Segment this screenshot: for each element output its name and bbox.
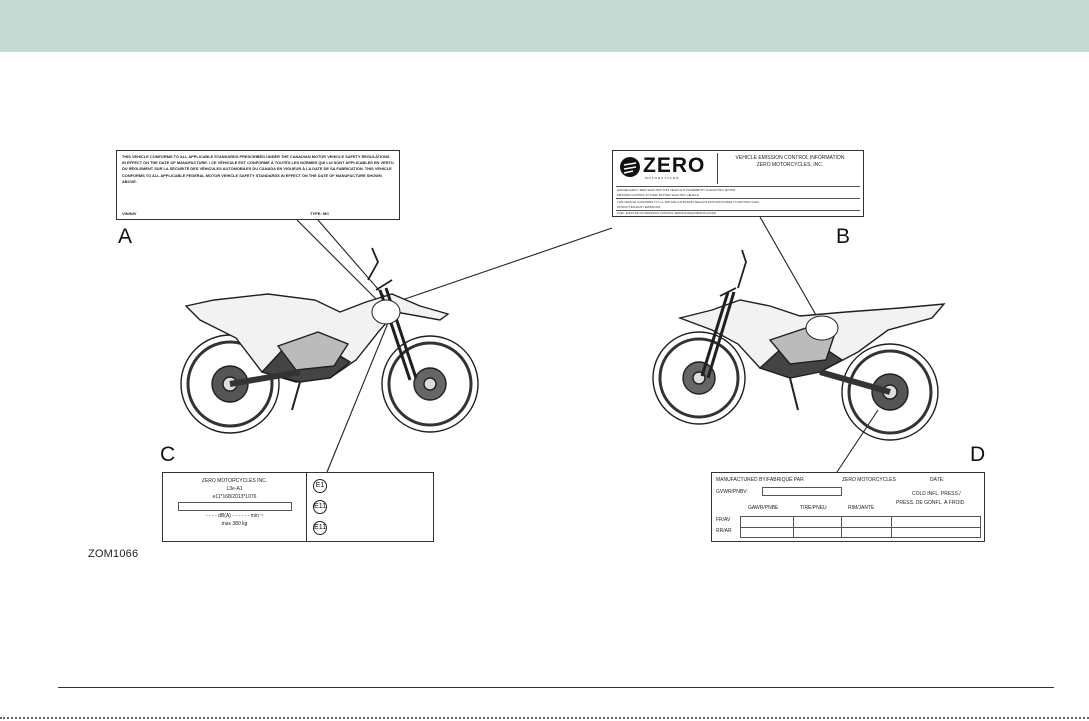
e-mark-1: E1	[313, 479, 327, 493]
zero-logo-icon	[620, 157, 640, 177]
callout-a: A	[118, 225, 133, 248]
callout-d: D	[970, 443, 986, 466]
label-b-emission-info: ZERO MOTORCYCLES VEHICLE EMISSION CONTRO…	[612, 150, 864, 217]
label-c-vin-pattern: e11*168/2013*1076	[212, 494, 257, 500]
label-c-dba: - - - - dB(A) - - - - - - min⁻¹	[205, 513, 264, 519]
label-c-info: ZERO MOTORCYCLES INC. L3e-A1 e11*168/201…	[163, 473, 306, 541]
label-c-code: L3e-A1	[226, 486, 243, 492]
page-bottom-dotted-edge	[0, 717, 1089, 719]
label-b-rule-3	[616, 210, 860, 211]
label-d-cold-2: PRESS. DE GONFL. À FROID	[896, 500, 965, 506]
label-b-line-4: WITHOUT EXHAUST EMISSIONS	[617, 205, 661, 209]
right-motorcycle	[652, 249, 946, 441]
footer-rule	[58, 687, 1054, 688]
label-d-cold-1: COLD INFL. PRESS./	[912, 491, 961, 497]
label-d-grid-col-divider-2	[841, 517, 842, 537]
label-c-divider	[306, 473, 307, 541]
label-d-date: DATE:	[930, 477, 945, 483]
label-b-rule-1	[616, 186, 860, 187]
e-mark-3: E11	[313, 521, 327, 535]
label-a-text: THIS VEHICLE CONFORMS TO ALL APPLICABLE …	[122, 154, 395, 184]
figure-reference-code: ZOM1066	[88, 548, 139, 560]
label-d-gvwr-box	[762, 487, 842, 496]
label-d-row-rear: RR/AR	[716, 528, 732, 534]
label-d-col-rim: RIM/JANTE	[848, 505, 875, 511]
label-a-vin-field: VIN/NIV	[122, 211, 137, 216]
label-c-blank-field	[177, 502, 292, 511]
label-d-col-gawr: GAWR/PNBE	[748, 505, 779, 511]
label-d-grid-col-divider-3	[891, 517, 892, 537]
label-d-manufactured-by: MANUFACTURED BY/FABRIQUÉ PAR	[716, 477, 804, 483]
label-c-manufacturer: ZERO MOTORCYCLES INC.	[201, 478, 268, 484]
label-d-grid-col-divider-1	[793, 517, 794, 537]
label-b-divider	[717, 153, 718, 184]
label-d-gvwr: GVWR/PNBV:	[716, 489, 748, 495]
label-b-heading: VEHICLE EMISSION CONTROL INFORMATION ZER…	[721, 155, 859, 169]
callout-b: B	[836, 225, 851, 248]
label-d-row-front: FR/AV	[716, 517, 731, 523]
label-b-line-2: EMISSION CONTROL SYSTEM: BATTERY ELECTRI…	[617, 193, 699, 197]
label-b-line-3: THIS VEHICLE CONFORMS TO U.S. EPA AND CA…	[617, 200, 760, 204]
callout-c: C	[160, 443, 176, 466]
label-a-footer: VIN/NIV TYPE: MC	[122, 211, 394, 216]
label-d-grid-row-divider	[741, 527, 980, 528]
label-c-homologation: ZERO MOTORCYCLES INC. L3e-A1 e11*168/201…	[162, 472, 434, 542]
label-a-type-field: TYPE: MC	[310, 211, 330, 216]
e-mark-2: E11	[313, 500, 327, 514]
label-a-safety-compliance: THIS VEHICLE CONFORMS TO ALL APPLICABLE …	[116, 150, 400, 220]
zero-logo-sub: MOTORCYCLES	[645, 176, 680, 180]
left-motorcycle	[180, 247, 479, 434]
label-d-maker: ZERO MOTORCYCLES	[842, 477, 896, 483]
label-b-heading-line-1: VEHICLE EMISSION CONTROL INFORMATION	[735, 155, 845, 161]
label-d-col-tire: TIRE/PNEU	[800, 505, 827, 511]
label-d-tire-info: MANUFACTURED BY/FABRIQUÉ PAR ZERO MOTORC…	[711, 472, 985, 542]
label-c-max-mass: max 380 kg	[221, 521, 248, 527]
label-b-line-5: FUEL: ELECTRIC NO EMISSION CONTROL SERVI…	[617, 211, 716, 215]
zero-logo-word: ZERO	[643, 154, 706, 177]
zero-logo: ZERO MOTORCYCLES	[619, 154, 715, 184]
header-band	[0, 0, 1089, 52]
label-b-rule-2	[616, 198, 860, 199]
label-b-heading-line-2: ZERO MOTORCYCLES, INC.	[756, 162, 824, 168]
label-b-line-1: ENGINE FAMILY: ZERO ELECTRIC THIS VEHICL…	[617, 188, 736, 192]
leader-lines	[296, 216, 879, 473]
label-d-grid	[740, 516, 981, 538]
